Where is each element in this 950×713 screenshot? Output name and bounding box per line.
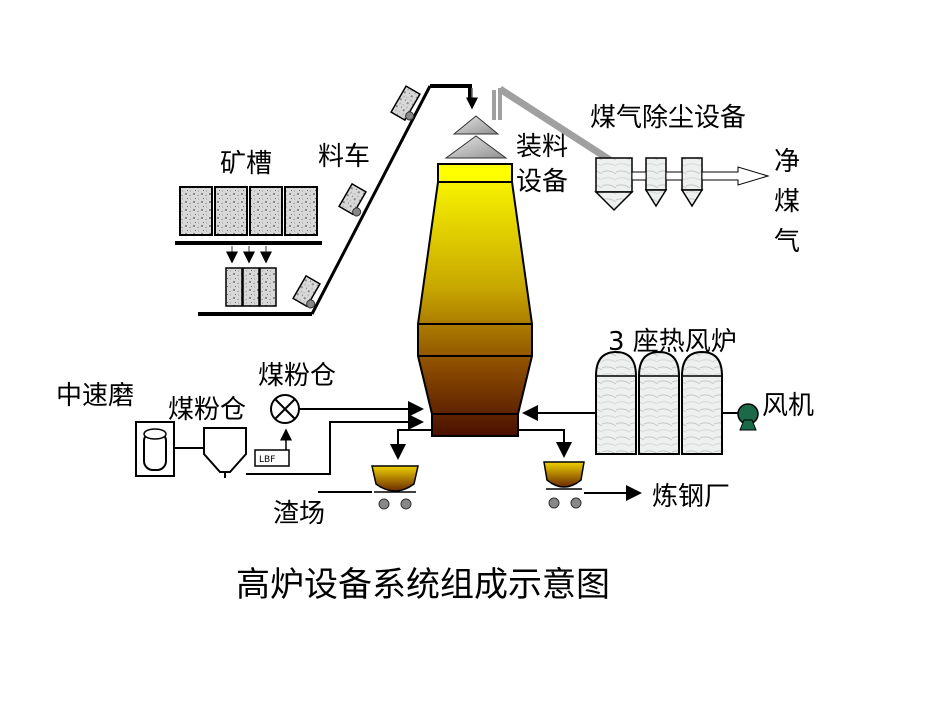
gas-cleaning-equipment bbox=[594, 157, 770, 212]
clean-gas-label-3: 气 bbox=[774, 227, 800, 257]
diagram-title: 高炉设备系统组成示意图 bbox=[236, 565, 610, 605]
charging-equipment bbox=[444, 88, 508, 159]
steel-plant-label: 炼钢厂 bbox=[652, 482, 730, 512]
medium-speed-mill-label: 中速磨 bbox=[56, 381, 134, 411]
charging-equipment-label-2: 设备 bbox=[516, 167, 568, 197]
ore-bins bbox=[175, 186, 322, 316]
gas-duct bbox=[492, 86, 612, 163]
injection-line-lower bbox=[246, 414, 424, 475]
clean-gas-label-2: 煤 bbox=[774, 187, 800, 217]
medium-speed-mill bbox=[135, 421, 175, 477]
slag-ladle bbox=[318, 429, 432, 510]
skip-car-label: 料车 bbox=[318, 142, 370, 172]
skip-incline bbox=[292, 84, 472, 315]
hot-blast-stoves-label: 3 座热风炉 bbox=[608, 327, 737, 357]
hot-metal-ladle bbox=[518, 429, 642, 509]
hot-blast-stoves bbox=[595, 350, 723, 455]
slag-yard-label: 渣场 bbox=[273, 499, 325, 529]
small-feeder-box: LBF bbox=[254, 449, 290, 467]
coal-powder-bin-lower-label: 煤粉仓 bbox=[168, 395, 246, 425]
ore-bins-label: 矿槽 bbox=[220, 149, 272, 179]
blower bbox=[722, 403, 759, 431]
coal-powder-valve bbox=[270, 394, 300, 424]
small-feeder-box-label: LBF bbox=[259, 455, 275, 465]
charging-equipment-label-1: 装料 bbox=[516, 132, 568, 162]
gas-cleaning-label: 煤气除尘设备 bbox=[590, 103, 746, 133]
coal-powder-bin-upper-label: 煤粉仓 bbox=[258, 361, 336, 391]
clean-gas-label-1: 净 bbox=[774, 147, 800, 177]
coal-powder-bin-lower bbox=[203, 427, 247, 473]
blower-label: 风机 bbox=[762, 391, 814, 421]
blast-furnace bbox=[417, 163, 533, 437]
